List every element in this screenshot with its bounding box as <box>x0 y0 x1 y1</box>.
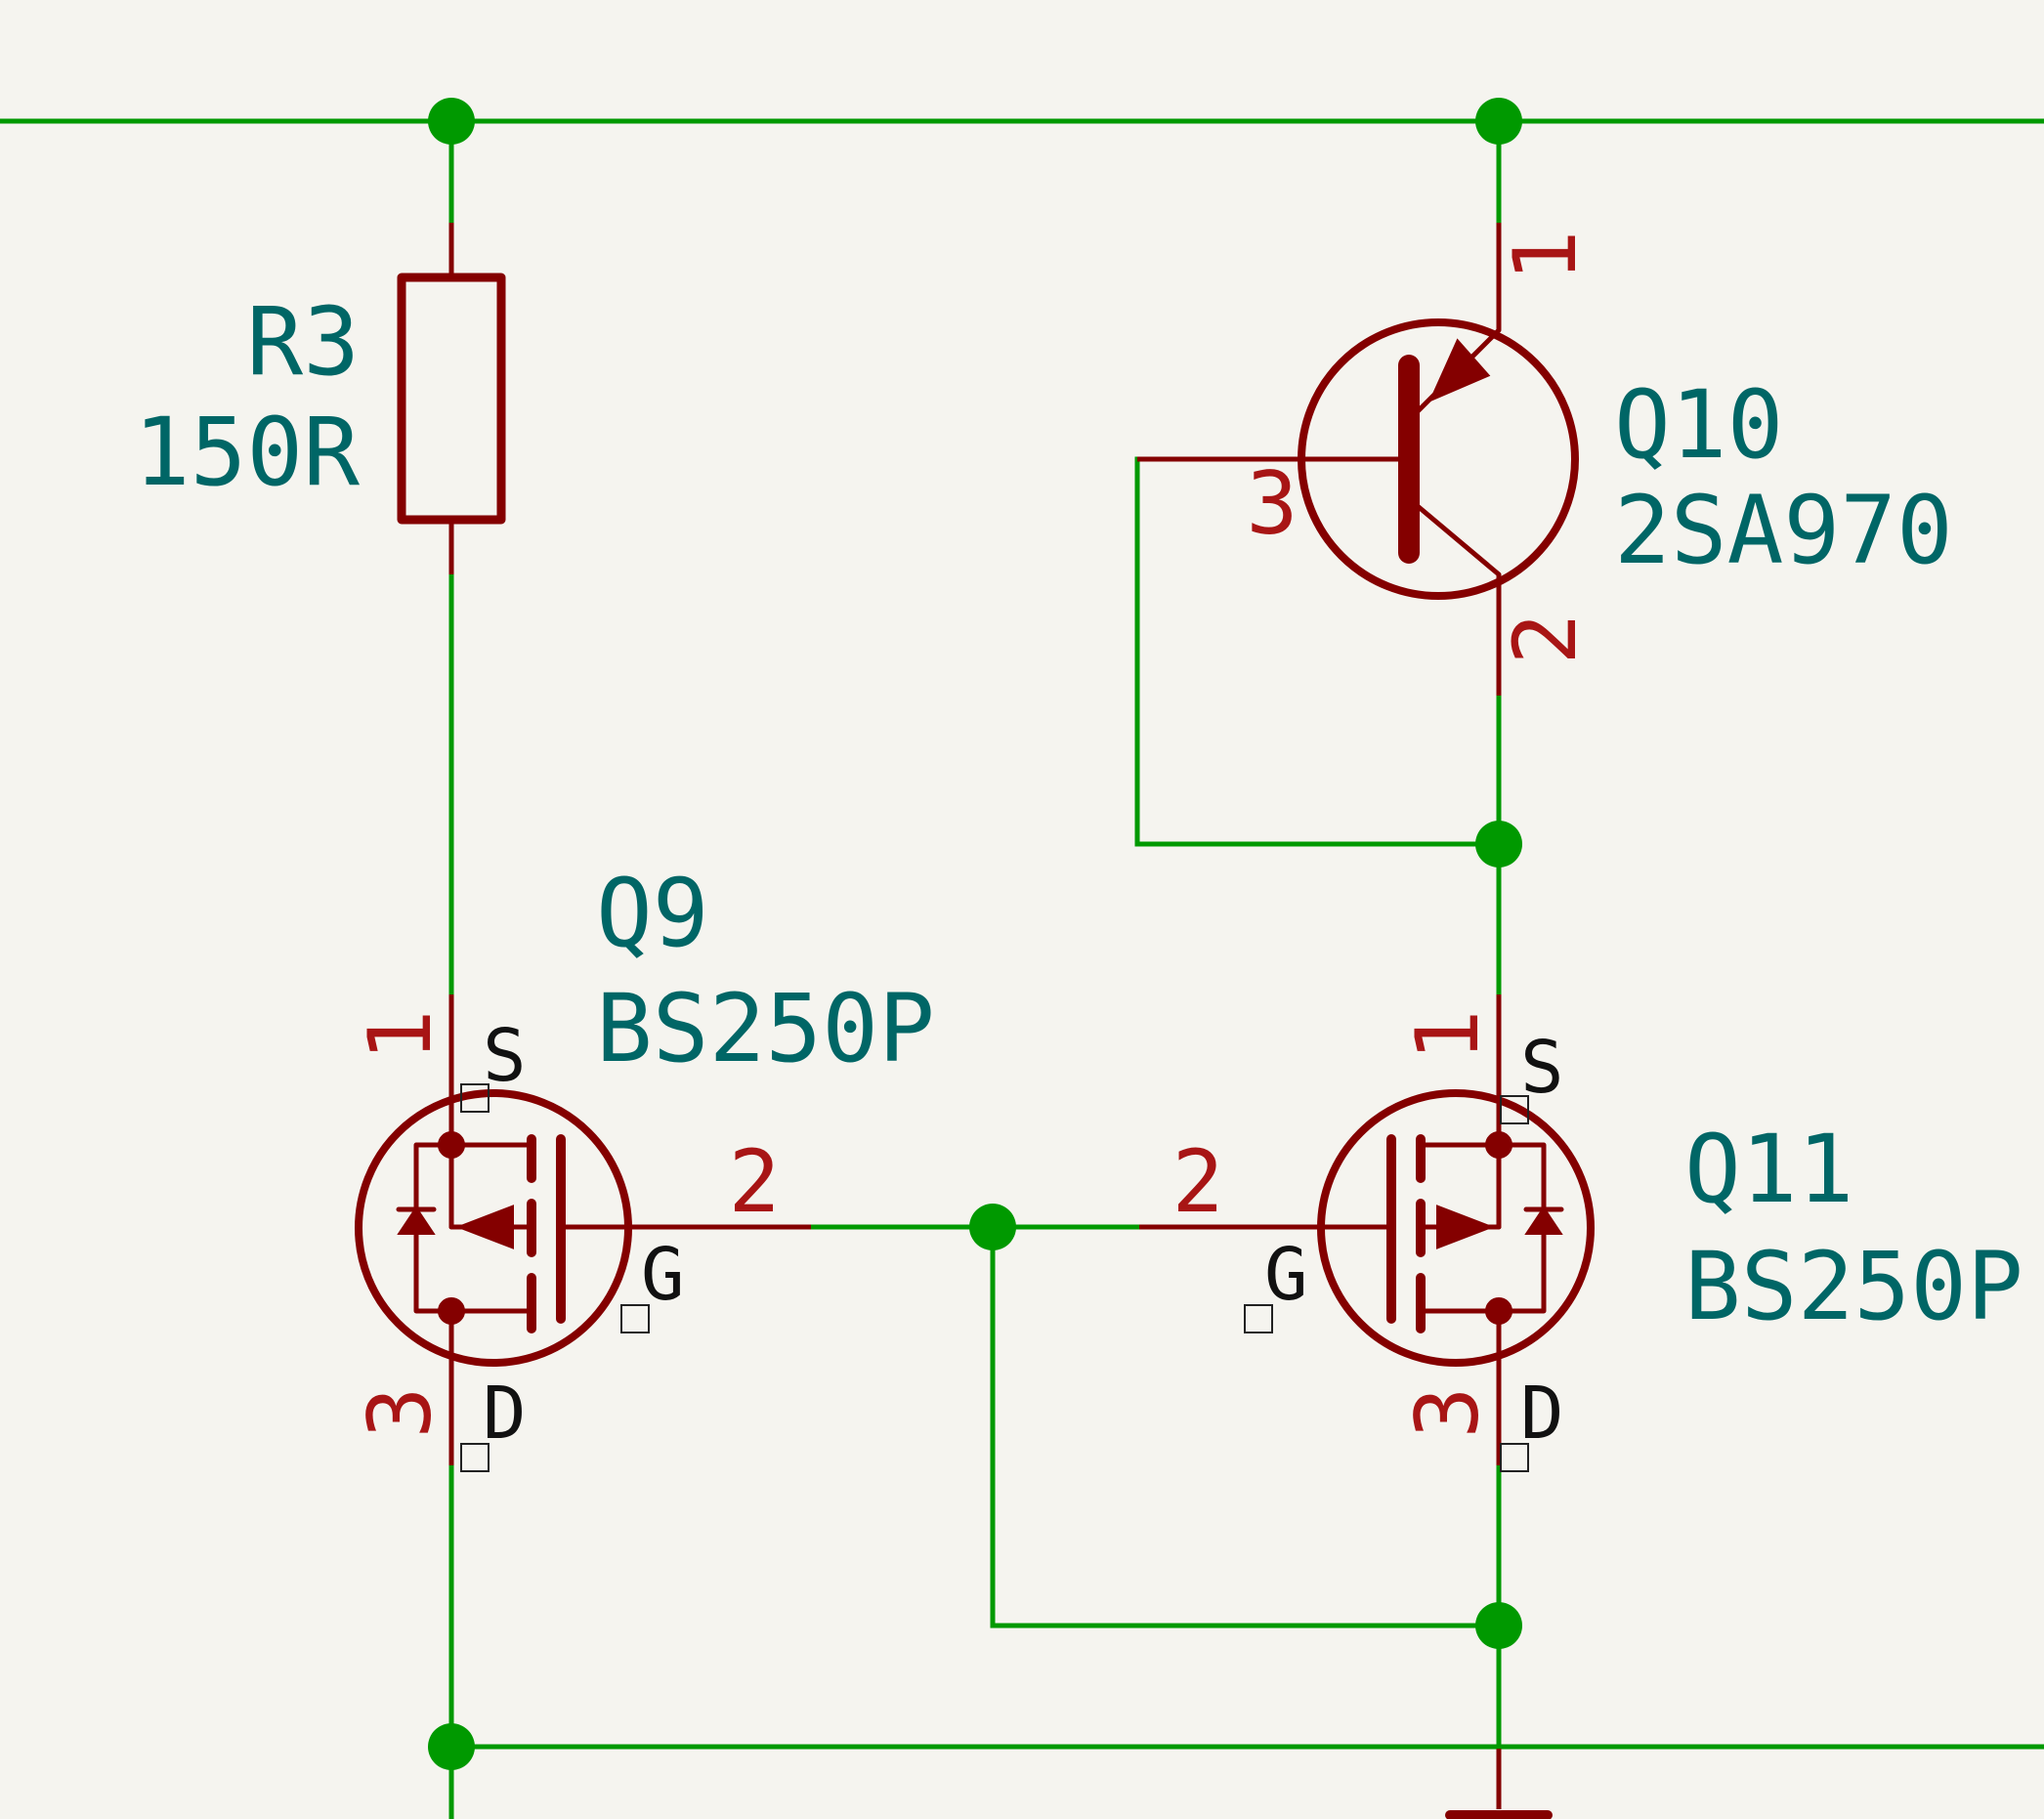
transistor-q9[interactable]: 1 3 2 S G D Q9 BS250P <box>350 859 935 1472</box>
q11-pin-marker <box>1244 1304 1273 1333</box>
q10-pin-number-emitter: 1 <box>1495 231 1596 282</box>
q10-pin-number-base: 3 <box>1247 453 1299 554</box>
q11-pin-marker <box>1500 1443 1529 1472</box>
q11-drain-node <box>1485 1297 1512 1325</box>
q11-pin-number-drain: 3 <box>1397 1387 1498 1439</box>
q9-source-node <box>438 1131 465 1159</box>
q9-pin-name-source: S <box>483 1014 527 1098</box>
q9-value: BS250P <box>596 974 935 1083</box>
junction-dot <box>428 1723 475 1770</box>
wire-q10-base-loop[interactable] <box>1134 456 1502 847</box>
q9-pin-name-drain: D <box>483 1372 527 1456</box>
r3-body <box>397 273 506 525</box>
q10-pin-number-collector: 2 <box>1495 613 1596 665</box>
partial-component-bottom <box>1445 1749 1553 1819</box>
junctions <box>428 98 1522 1770</box>
junction-dot <box>1475 821 1522 867</box>
q11-pin-number-source: 1 <box>1397 1010 1498 1062</box>
transistor-q11[interactable]: 1 3 2 S G D Q11 BS250P <box>1139 994 2023 1472</box>
q11-body-arrow-icon <box>1436 1205 1495 1249</box>
q10-emitter-arrow-icon <box>1428 338 1491 402</box>
q11-value: BS250P <box>1684 1232 2023 1341</box>
q11-pin-marker <box>1500 1095 1529 1124</box>
q9-pin-marker <box>460 1443 490 1472</box>
junction-dot <box>1475 1602 1522 1649</box>
q11-pin-name-drain: D <box>1520 1372 1564 1456</box>
q10-reference: Q10 <box>1614 370 1783 480</box>
r3-reference: R3 <box>246 287 360 397</box>
q9-pin-number-drain: 3 <box>350 1387 450 1439</box>
q10-collector-leg <box>1410 499 1502 577</box>
transistor-q10[interactable]: 1 2 3 Q10 2SA970 <box>1137 223 1953 696</box>
junction-dot <box>1475 98 1522 145</box>
q9-drain-node <box>438 1297 465 1325</box>
r3-value: 150R <box>134 398 360 507</box>
resistor-r3[interactable]: R3 150R <box>134 223 506 574</box>
q9-body-arrow-icon <box>455 1205 514 1249</box>
q9-pin-marker <box>460 1083 490 1113</box>
q9-diode-icon <box>397 1206 436 1235</box>
q11-pin-name-gate: G <box>1264 1233 1308 1317</box>
q9-pin-number-gate: 2 <box>729 1131 781 1232</box>
q11-pin-name-source: S <box>1520 1026 1564 1110</box>
q11-pin-number-gate: 2 <box>1172 1131 1224 1232</box>
q9-reference: Q9 <box>596 859 709 968</box>
q9-pin-number-source: 1 <box>350 1010 450 1062</box>
junction-dot <box>969 1204 1016 1250</box>
q10-value: 2SA970 <box>1614 476 1953 585</box>
wire-gate-to-q11-drain[interactable] <box>990 1224 1502 1629</box>
q11-reference: Q11 <box>1684 1115 1853 1224</box>
q9-pin-name-gate: G <box>641 1233 685 1317</box>
junction-dot <box>428 98 475 145</box>
q9-pin-marker <box>620 1304 650 1333</box>
q11-diode-icon <box>1524 1206 1563 1235</box>
q11-source-node <box>1485 1131 1512 1159</box>
